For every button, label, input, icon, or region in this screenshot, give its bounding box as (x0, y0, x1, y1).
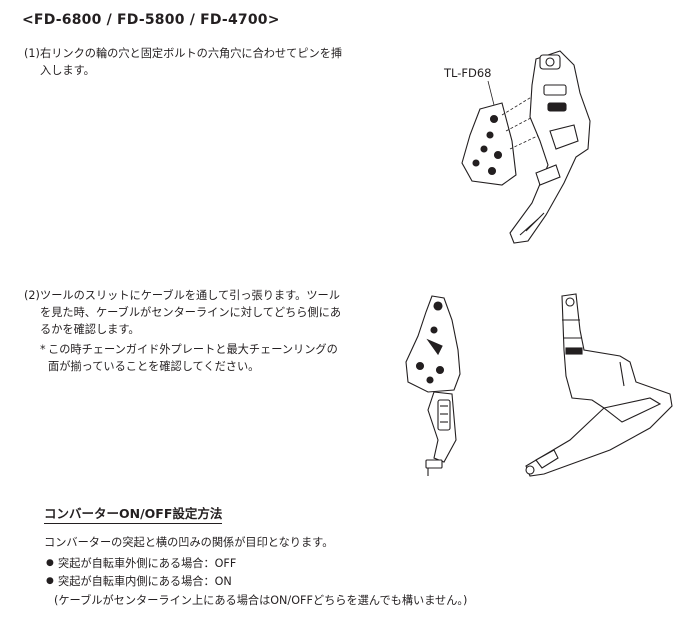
bullet-text-on: 突起が自転車内側にある場合：ON (58, 575, 232, 588)
tool-closeup-illustration (405, 295, 461, 476)
note-line-2: 面が揃っていることを確認してください。 (48, 360, 260, 373)
tool-label: TL-FD68 (443, 66, 491, 80)
step-2-line-3: るかを確認します。 (40, 323, 140, 336)
section-intro: コンバーターの突起と横の凹みの関係が目印となります。 (44, 536, 334, 549)
step-2-note: * この時チェーンガイド外プレートと最大チェーンリングの 面が揃っていることを確… (40, 341, 380, 375)
derailleur-front-illustration (525, 293, 673, 477)
tool-shape (461, 102, 517, 186)
step-1: (1) 右リンクの輪の穴と固定ボルトの六角穴に合わせてピンを挿 入します。 (24, 45, 384, 79)
bullet-item: ● 突起が自転車外側にある場合：OFF (46, 555, 236, 572)
bullet-dot: ● (46, 558, 54, 568)
section-footnote: (ケーブルがセンターライン上にある場合はON/OFFどちらを選んでも構いません。… (54, 594, 468, 607)
derailleur-tool-illustration: TL-FD68 (443, 50, 591, 244)
step-1-line-2: 入します。 (40, 64, 95, 77)
section-title: コンバーターON/OFF設定方法 (44, 503, 223, 524)
bullet-dot: ● (46, 576, 54, 586)
step-1-number: (1) (24, 47, 40, 60)
note-line-1: この時チェーンガイド外プレートと最大チェーンリングの (48, 343, 338, 356)
step-2-number: (2) (24, 289, 40, 302)
bullet-item: ● 突起が自転車内側にある場合：ON (46, 573, 232, 590)
bullet-text-off: 突起が自転車外側にある場合：OFF (58, 557, 237, 570)
page-title: <FD-6800 / FD-5800 / FD-4700> (22, 12, 280, 28)
step-1-line-1: 右リンクの輪の穴と固定ボルトの六角穴に合わせてピンを挿 (40, 47, 343, 60)
step-2-line-2: を見た時、ケーブルがセンターラインに対してどちら側にあ (40, 306, 342, 319)
tool-leader-line (487, 80, 495, 106)
derailleur-shape (509, 50, 591, 244)
note-mark: * (40, 343, 46, 356)
step-2: (2) ツールのスリットにケーブルを通して引っ張ります。ツール を見た時、ケーブ… (24, 287, 384, 338)
step-2-line-1: ツールのスリットにケーブルを通して引っ張ります。ツール (40, 289, 340, 302)
